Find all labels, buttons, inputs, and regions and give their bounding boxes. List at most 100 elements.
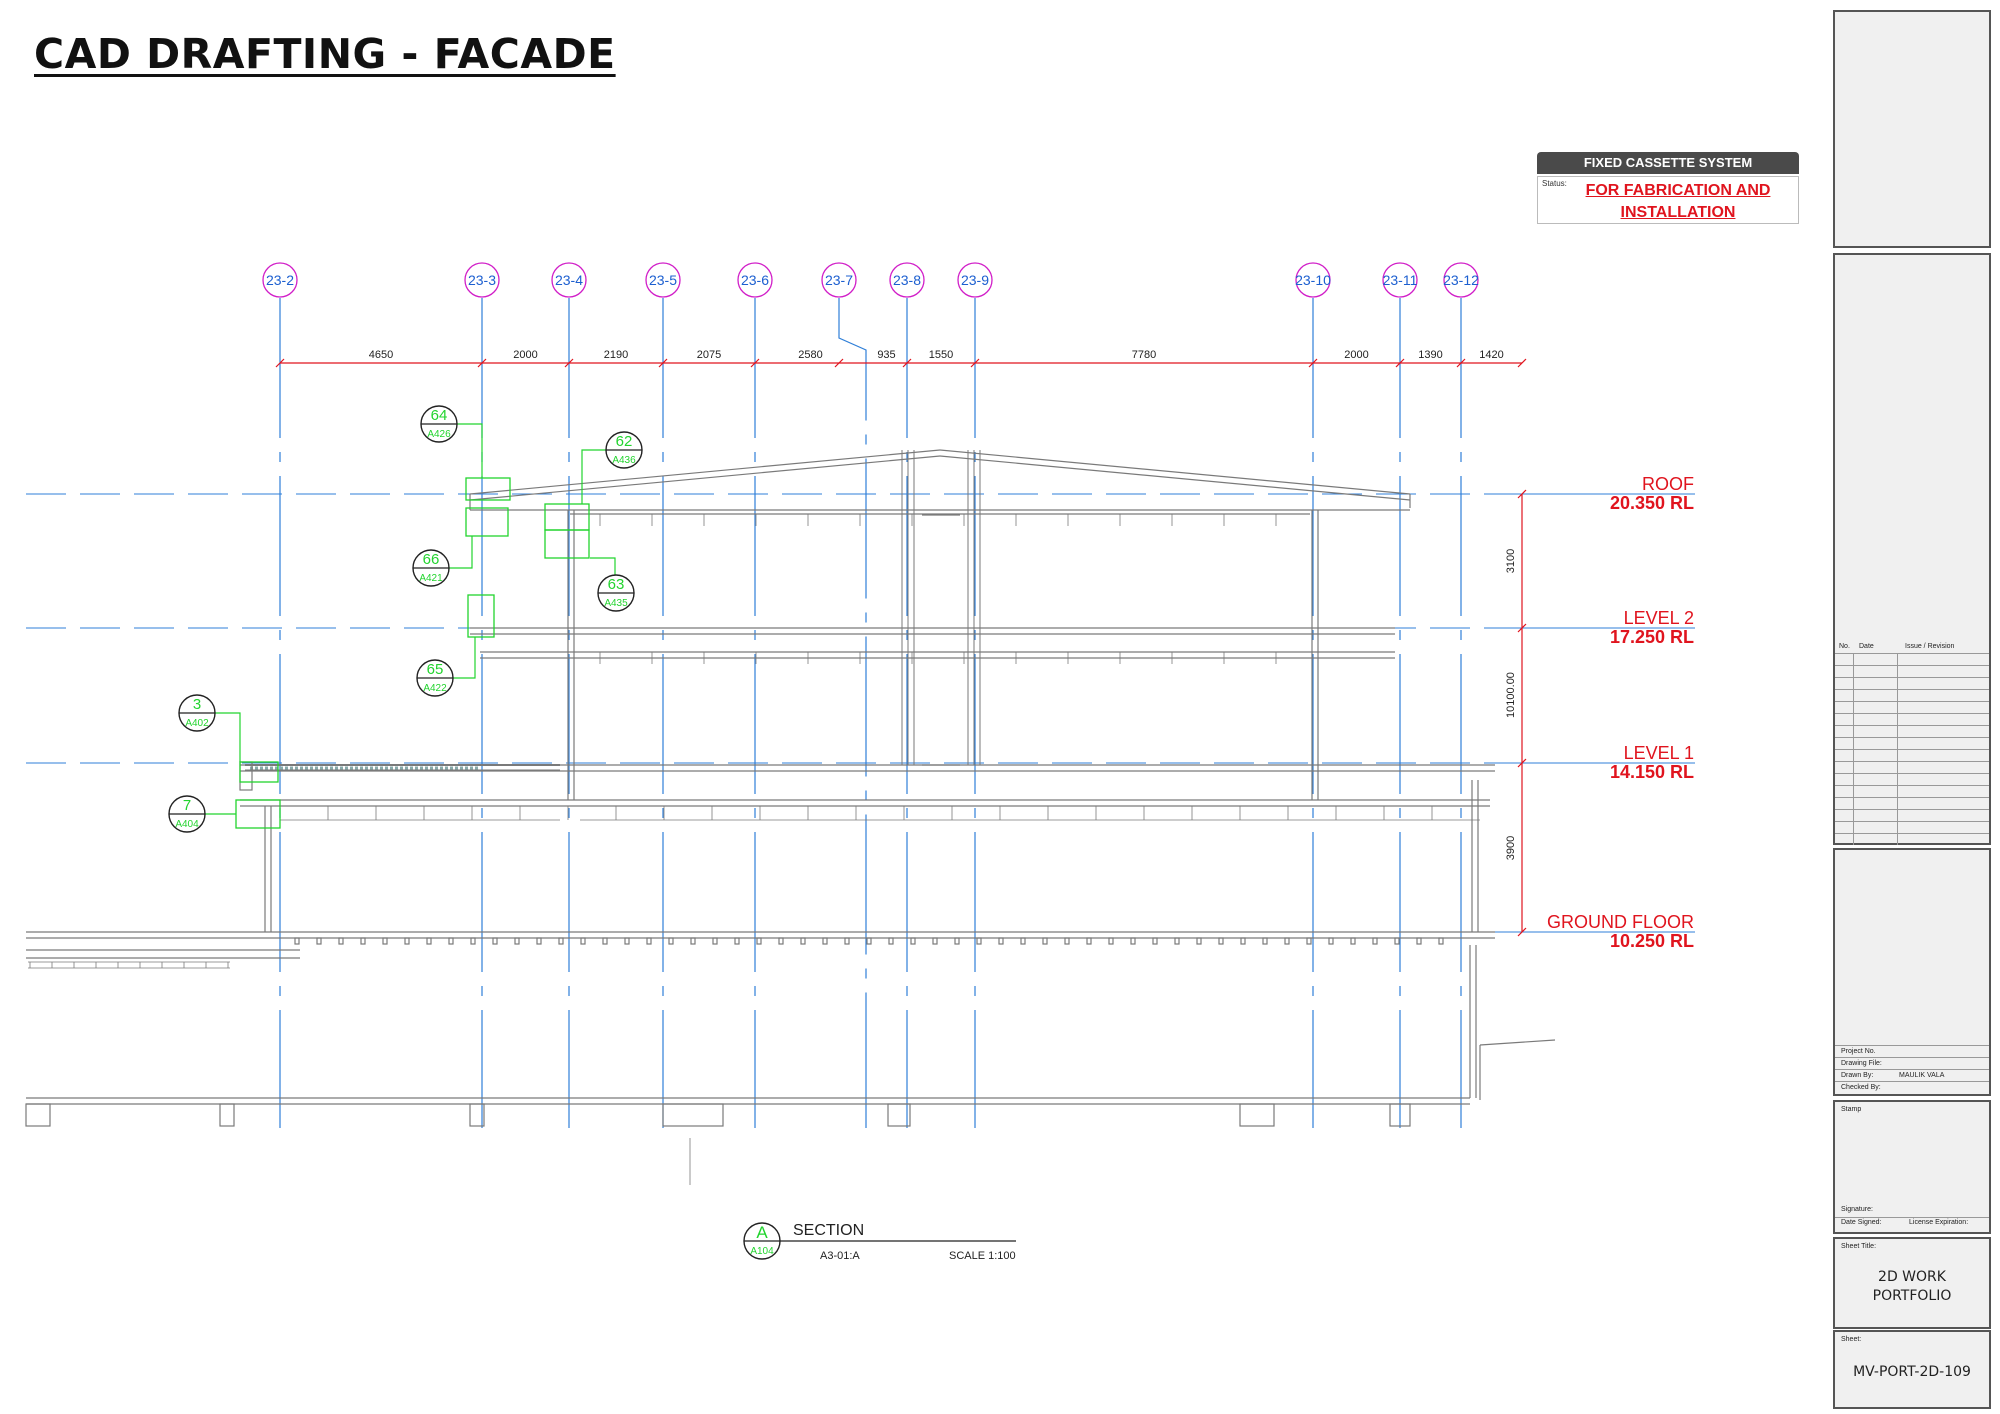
dimension-label-7: 7780 xyxy=(1132,349,1156,361)
dimension-label-2: 2190 xyxy=(604,349,628,361)
level-name-3: GROUND FLOOR xyxy=(1547,912,1694,932)
section-mark-ref: A104 xyxy=(750,1246,774,1257)
drawn-by-value: MAULIK VALA xyxy=(1899,1072,1945,1079)
grid-bubble-23-3 xyxy=(464,262,500,298)
vertical-dimension-tick xyxy=(1517,758,1527,768)
callout-ref-7: A404 xyxy=(175,819,199,830)
grid-label-23-10: 23-10 xyxy=(1295,272,1331,288)
dimension-label-10: 1420 xyxy=(1479,349,1503,361)
vertical-dimension-label-0: 3100 xyxy=(1505,549,1517,573)
drawing-file-label: Drawing File: xyxy=(1841,1060,1882,1067)
grid-bubble-23-4 xyxy=(551,262,587,298)
level-rl-0: 20.350 RL xyxy=(1610,493,1694,513)
callout-box-62 xyxy=(544,503,590,531)
section-scale: SCALE 1:100 xyxy=(949,1250,1016,1262)
sheet-number: MV-PORT-2D-109 xyxy=(1853,1364,1971,1380)
callout-number-64: 64 xyxy=(431,407,448,424)
dimension-tick xyxy=(564,358,574,368)
grid-label-23-9: 23-9 xyxy=(961,272,989,288)
sheet-title-line1: 2D WORK xyxy=(1878,1269,1946,1285)
title-block-logo-panel xyxy=(1833,10,1991,248)
grid-bubble-23-7 xyxy=(821,262,857,298)
grid-bubble-23-6 xyxy=(737,262,773,298)
status-value-line2: INSTALLATION xyxy=(1620,204,1736,221)
title-block-revision-panel: No. Date Issue / Revision xyxy=(1833,253,1991,845)
callout-number-7: 7 xyxy=(183,797,191,814)
dimension-tick xyxy=(970,358,980,368)
dimension-tick xyxy=(902,358,912,368)
grid-bubble-23-11 xyxy=(1382,262,1418,298)
grid-label-23-11: 23-11 xyxy=(1383,272,1418,288)
callout-number-3: 3 xyxy=(193,696,201,713)
title-block-project-panel: Project No. Drawing File: Drawn By: MAUL… xyxy=(1833,848,1991,1096)
date-signed-label: Date Signed: xyxy=(1841,1219,1882,1226)
dimension-tick xyxy=(750,358,760,368)
vertical-dimension-tick xyxy=(1517,489,1527,499)
dimension-tick xyxy=(1308,358,1318,368)
sheet-title-line2: PORTFOLIO xyxy=(1872,1288,1952,1304)
callout-ref-64: A426 xyxy=(427,429,451,440)
dimension-label-9: 1390 xyxy=(1418,349,1442,361)
callout-ref-65: A422 xyxy=(423,683,447,694)
level-name-0: ROOF xyxy=(1642,474,1694,494)
grid-bubble-23-2 xyxy=(262,262,298,298)
callout-leader-3 xyxy=(215,712,241,762)
sheet-label: Sheet: xyxy=(1841,1336,1862,1343)
grid-bubble-23-5 xyxy=(645,262,681,298)
callout-number-65: 65 xyxy=(427,661,444,678)
section-mark: A A104 SECTION A3-01:A SCALE 1:100 xyxy=(743,1222,1016,1262)
grid-label-23-5: 23-5 xyxy=(649,272,677,288)
building-linework xyxy=(25,449,1556,1185)
rev-no-label: No. xyxy=(1839,643,1850,650)
grid-label-23-7: 23-7 xyxy=(825,272,853,288)
grid-line-23-7 xyxy=(838,298,867,1128)
dimension-label-4: 2580 xyxy=(798,349,822,361)
level-rl-1: 17.250 RL xyxy=(1610,627,1694,647)
status-box: FIXED CASSETTE SYSTEM Status: FOR FABRIC… xyxy=(1537,152,1799,224)
rev-issue-label: Issue / Revision xyxy=(1905,643,1955,650)
checked-by-label: Checked By: xyxy=(1841,1084,1881,1091)
drawn-by-label: Drawn By: xyxy=(1841,1072,1874,1079)
callout-box-7 xyxy=(235,799,281,829)
grid-bubble-23-8 xyxy=(889,262,925,298)
level-name-2: LEVEL 1 xyxy=(1624,743,1694,763)
status-header: FIXED CASSETTE SYSTEM xyxy=(1537,152,1799,174)
vertical-dimension-tick xyxy=(1517,623,1527,633)
dimension-tick xyxy=(1395,358,1405,368)
callout-leader-66 xyxy=(449,536,473,569)
grid-bubble-23-12 xyxy=(1443,262,1479,298)
callout-box-64 xyxy=(465,477,511,501)
title-block-sheet-title-panel: Sheet Title: 2D WORK PORTFOLIO xyxy=(1833,1237,1991,1329)
level-name-1: LEVEL 2 xyxy=(1624,608,1694,628)
level-rl-3: 10.250 RL xyxy=(1610,931,1694,951)
callout-box-3 xyxy=(239,761,279,783)
dimension-tick xyxy=(275,358,285,368)
callout-box-65 xyxy=(467,594,495,638)
status-value: FOR FABRICATION AND INSTALLATION xyxy=(1558,180,1798,224)
callout-leader-64 xyxy=(457,423,483,478)
section-mark-letter: A xyxy=(756,1223,768,1242)
status-body: Status: FOR FABRICATION AND INSTALLATION xyxy=(1537,176,1799,224)
title-block-sheet-panel: Sheet: MV-PORT-2D-109 xyxy=(1833,1330,1991,1409)
callout-box-66 xyxy=(465,507,509,537)
grid-label-23-12: 23-12 xyxy=(1443,272,1479,288)
grid-label-23-6: 23-6 xyxy=(741,272,769,288)
callout-ref-66: A421 xyxy=(419,573,443,584)
grid-label-23-2: 23-2 xyxy=(266,272,294,288)
page-title: CAD DRAFTING - FACADE xyxy=(34,30,616,78)
dimension-tick xyxy=(477,358,487,368)
callout-box-63 xyxy=(544,529,590,559)
grid-bubble-23-10 xyxy=(1295,262,1331,298)
title-block-stamp-panel: Stamp Signature: Date Signed: License Ex… xyxy=(1833,1100,1991,1234)
dimension-tick xyxy=(834,358,844,368)
callout-ref-62: A436 xyxy=(612,455,636,466)
sheet-title-label: Sheet Title: xyxy=(1841,1243,1877,1250)
section-title: SECTION xyxy=(793,1222,864,1239)
callout-ref-3: A402 xyxy=(185,718,209,729)
dimension-label-0: 4650 xyxy=(369,349,393,361)
level-rl-2: 14.150 RL xyxy=(1610,762,1694,782)
